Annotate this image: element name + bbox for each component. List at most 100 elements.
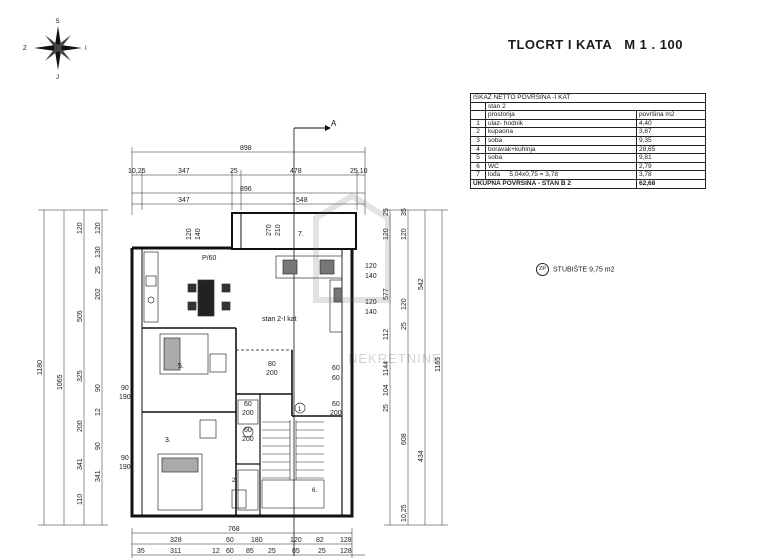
section-marker-label: A	[331, 119, 337, 128]
room-label-loggia: 7.	[298, 231, 304, 238]
dim-top-3: 25	[230, 168, 238, 175]
compass-rose: S J I Z	[23, 19, 87, 81]
dim-left-r2-7: 90	[95, 442, 102, 450]
window-label-right-2-w: 120	[365, 299, 377, 306]
dim-top-2: 347	[178, 168, 190, 175]
window-label-right-2-h: 140	[365, 309, 377, 316]
dim-top-5: 25,10	[350, 168, 368, 175]
drawing-title-main: TLOCRT I KATA	[508, 37, 613, 52]
left-dimensions	[38, 209, 108, 526]
compass-south-label: J	[56, 75, 59, 81]
table-row: 5 soba 9,81	[470, 153, 706, 163]
fixture-label: P/60	[202, 255, 217, 262]
dim-right-r2-6: 608	[401, 433, 408, 445]
dim-bottom-r2-8: 25	[318, 548, 326, 555]
dim-top-1: 10,25	[128, 168, 146, 175]
top-dimensions	[131, 147, 366, 215]
dim-right-r2-4: 120	[401, 298, 408, 310]
dim-top-inner: 896	[240, 186, 252, 193]
dim-right-r1-7: 25	[383, 404, 390, 412]
dim-left-r2-6: 12	[95, 408, 102, 416]
dim-bottom-r2-3: 12	[212, 548, 220, 555]
dim-bottom-3: 180	[251, 537, 263, 544]
room-label-bedroom-5: 5.	[178, 363, 184, 370]
door-label-inner-4-h: 200	[330, 410, 342, 417]
dim-right-r1-6: 104	[383, 384, 390, 396]
room-label-bath-2: 2.	[232, 478, 237, 484]
dim-top-4: 478	[290, 168, 302, 175]
drawing-title: TLOCRT I KATA M 1 . 100	[508, 37, 695, 52]
compass-west-label: Z	[23, 46, 27, 52]
dim-right-r2-7: 434	[418, 450, 425, 462]
window-label-top-2-w: 270	[266, 224, 273, 236]
dim-left-r1-5: 341	[77, 458, 84, 470]
area-table-col-area: površina m2	[636, 110, 706, 120]
dim-top-overall: 898	[240, 145, 252, 152]
dim-left-inner: 1065	[57, 374, 64, 390]
dim-left-r2-5: 90	[95, 384, 102, 392]
door-label-left-1-w: 90	[121, 385, 129, 392]
area-table-total-label: UKUPNA POVRŠINA - STAN B 2	[470, 178, 637, 189]
dim-left-r2-2: 130	[95, 246, 102, 258]
dim-right-r1-3: 577	[383, 288, 390, 300]
dim-bottom-r2-5: 85	[246, 548, 254, 555]
table-row: 2 kupaona 3,87	[470, 127, 706, 137]
dim-top-row2-2: 548	[296, 197, 308, 204]
window-label-top-2-h: 210	[275, 224, 282, 236]
stair-symbol: ZP	[536, 263, 549, 276]
bottom-dimensions	[131, 528, 365, 558]
dim-bottom-5: 82	[316, 537, 324, 544]
table-row: 3 soba 9,35	[470, 135, 706, 146]
door-label-inner-2-w: 60	[244, 401, 252, 408]
dim-left-r1-6: 110	[77, 494, 84, 505]
compass-north-label: S	[56, 19, 60, 25]
dim-left-r2-3: 25	[95, 266, 102, 274]
dim-right-r2-8: 10,25	[401, 504, 408, 522]
area-table-col-room: prostorija	[485, 110, 637, 120]
window-label-top-1-h: 140	[195, 228, 202, 240]
dim-left-r1-4: 200	[77, 420, 84, 432]
compass-east-label: I	[85, 46, 87, 52]
drawing-title-scale: M 1 . 100	[624, 37, 683, 52]
dim-left-r2-1: 120	[95, 222, 102, 234]
furniture	[143, 251, 343, 511]
dim-right-r2-1: 35	[401, 208, 408, 216]
dim-left-r2-8: 341	[95, 470, 102, 482]
door-label-left-2-h: 190	[119, 464, 131, 471]
table-row: 4 boravak+kuhinja 28,65	[470, 144, 706, 155]
dim-right-overall: 1165	[435, 357, 442, 372]
door-label-inner-4-w: 60	[332, 401, 340, 408]
dim-right-r1-5: 1144	[383, 361, 390, 376]
dim-right-r2-5: 25	[401, 322, 408, 330]
area-table-total-row: UKUPNA POVRŠINA - STAN B 2 62,68	[470, 178, 706, 189]
dim-bottom-r2-4: 60	[226, 548, 234, 555]
dim-top-row2-1: 347	[178, 197, 190, 204]
door-label-inner-2-h: 200	[242, 410, 254, 417]
dim-left-r2-4: 202	[95, 288, 102, 300]
room-label-stair-6: 6.	[312, 488, 317, 494]
dim-right-r1-2: 120	[383, 228, 390, 240]
dim-bottom-r2-6: 25	[268, 548, 276, 555]
area-table-heading: ISKAZ NETTO POVRŠINA -I KAT	[470, 93, 706, 103]
dim-bottom-r2-2: 311	[170, 548, 181, 555]
opening-labels: 120 140 270 210 120 140 120 140 60 60 90…	[119, 224, 377, 471]
right-dimensions	[384, 209, 448, 526]
dim-bottom-r2-9: 128	[340, 548, 352, 555]
dim-bottom-6: 128	[340, 537, 352, 544]
dim-bottom-1: 328	[170, 537, 182, 544]
window-label-top-1-w: 120	[186, 228, 193, 240]
dim-bottom-4: 120	[290, 537, 302, 544]
stair-area-note: ZP STUBIŠTE 9,75 m2	[536, 263, 614, 276]
door-label-inner-1-w: 80	[268, 361, 276, 368]
table-row: 1 ulaz- hodnik 4,40	[470, 118, 706, 129]
dim-right-r2-2: 120	[401, 228, 408, 240]
area-table: ISKAZ NETTO POVRŠINA -I KAT stan 2 prost…	[470, 93, 706, 189]
door-label-inner-1-h: 200	[266, 370, 278, 377]
window-label-right-1-h: 140	[365, 273, 377, 280]
stair-area-text: STUBIŠTE 9,75 m2	[553, 266, 615, 274]
dim-left-overall: 1180	[37, 360, 44, 375]
door-label-inner-3-w: 60	[244, 427, 252, 434]
door-label-left-2-w: 90	[121, 455, 129, 462]
dim-right-r2-3: 542	[418, 278, 425, 290]
